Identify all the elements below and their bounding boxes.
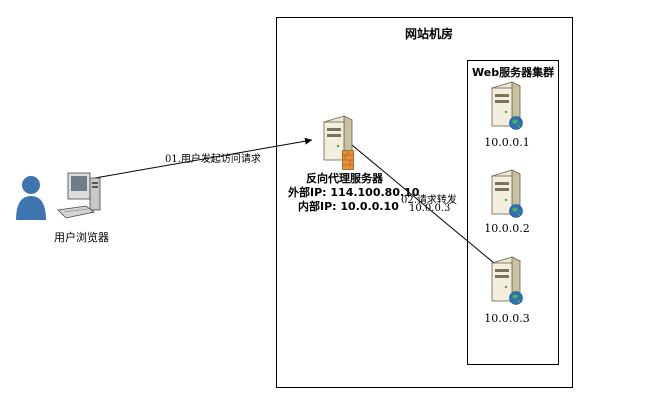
reverse-proxy-server xyxy=(318,115,358,171)
datacenter-title: 网站机房 xyxy=(405,27,454,41)
firewall-icon xyxy=(342,150,354,170)
proxy-title: 反向代理服务器 xyxy=(306,172,383,185)
cluster-box xyxy=(467,60,559,365)
request-arrow xyxy=(94,137,313,179)
globe-icon xyxy=(509,291,523,305)
proxy-external-ip: 外部IP: 114.100.80.10 xyxy=(288,186,420,199)
datacenter-box xyxy=(276,17,573,388)
user-browser xyxy=(14,172,114,227)
proxy-internal-ip: 内部IP: 10.0.0.10 xyxy=(298,200,399,213)
web-server-2 xyxy=(485,169,525,230)
cluster-title: Web服务器集群 xyxy=(472,66,555,79)
user-icon xyxy=(16,176,46,220)
forward-arrow xyxy=(351,144,501,269)
computer-icon xyxy=(57,172,101,219)
request-edge-label: 01.用户发起访问请求 xyxy=(165,154,261,165)
forward-edge-label-line1: 02.请求转发 xyxy=(401,195,457,206)
server-3-ip: 10.0.0.3 xyxy=(484,312,530,325)
server-icon xyxy=(490,81,522,127)
globe-icon xyxy=(509,116,523,130)
server-2-ip: 10.0.0.2 xyxy=(484,222,530,235)
web-server-3 xyxy=(485,256,525,317)
web-server-1 xyxy=(485,81,525,142)
server-icon xyxy=(490,256,522,302)
server-icon xyxy=(322,115,354,161)
client-label: 用户浏览器 xyxy=(54,231,109,244)
server-1-ip: 10.0.0.1 xyxy=(484,136,530,149)
globe-icon xyxy=(509,204,523,218)
forward-edge-label-line2: 10.0.0.3 xyxy=(409,203,451,214)
